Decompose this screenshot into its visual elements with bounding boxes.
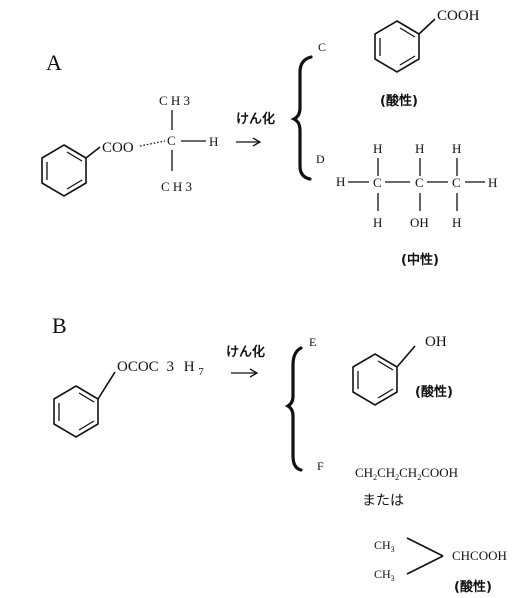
product-f-branch-ch3-bottom: CH3 [374,567,395,583]
atom-c: C [373,175,382,190]
atom-h: H [336,174,345,189]
atom-h: H [452,215,461,230]
reaction-b-label: けん化 [226,344,265,360]
reactant-a-benzene-ring [41,144,101,197]
product-f-branch-chcooh: CHCOOH [452,548,507,563]
hydrogen: H [184,359,195,375]
product-f-branch-ch3-top: CH3 [374,538,395,554]
ester-bond-dotted [139,140,166,147]
product-f-linear-formula: CH2CH2CH2COOH [355,465,458,482]
product-d-letter: D [316,152,325,166]
product-f-letter: F [317,459,324,473]
subscript-7: 7 [198,366,204,378]
section-a-label: A [46,50,62,75]
product-e-letter: E [309,335,316,349]
atom-h: H [415,141,424,156]
atom-oh: OH [410,215,429,230]
brace-b [284,346,303,472]
product-f-branch-bonds [406,537,444,575]
reactant-a-c: C [167,133,176,148]
product-d-property: (中性) [401,252,439,268]
reactant-b-group: OCOC 3 H 7 [117,359,204,378]
product-d-structure: H H H H C C C H H OH H [336,141,497,230]
atom-h: H [373,141,382,156]
reactant-a-ch3-bottom: C H 3 [161,179,192,194]
atom-c: C [452,175,461,190]
product-e-benzene-ring [352,345,416,406]
atom-h: H [488,175,497,190]
reactant-a-coo: COO [102,140,134,156]
product-f-or: または [362,493,404,509]
reactant-a-h: H [209,134,218,149]
ester-group: OCOC [117,359,159,375]
product-c-formula: COOH [437,8,480,24]
atom-c: C [415,175,424,190]
reaction-a-label: けん化 [236,111,275,127]
reaction-a-arrow [236,137,262,147]
product-c-benzene-ring [374,18,436,73]
product-e-property: (酸性) [415,384,453,400]
product-e-oh: OH [425,334,447,350]
brace-a [290,55,313,181]
atom-h: H [373,215,382,230]
subscript-3: 3 [166,359,174,375]
product-f-property: (酸性) [454,579,492,595]
section-b-label: B [52,313,67,338]
product-c-letter: C [318,40,326,54]
atom-h: H [452,141,461,156]
product-c-property: (酸性) [380,93,418,109]
reactant-a-ch3-top: C H 3 [159,93,190,108]
reaction-b-arrow [231,368,259,378]
reactant-b-benzene-ring [53,371,116,438]
